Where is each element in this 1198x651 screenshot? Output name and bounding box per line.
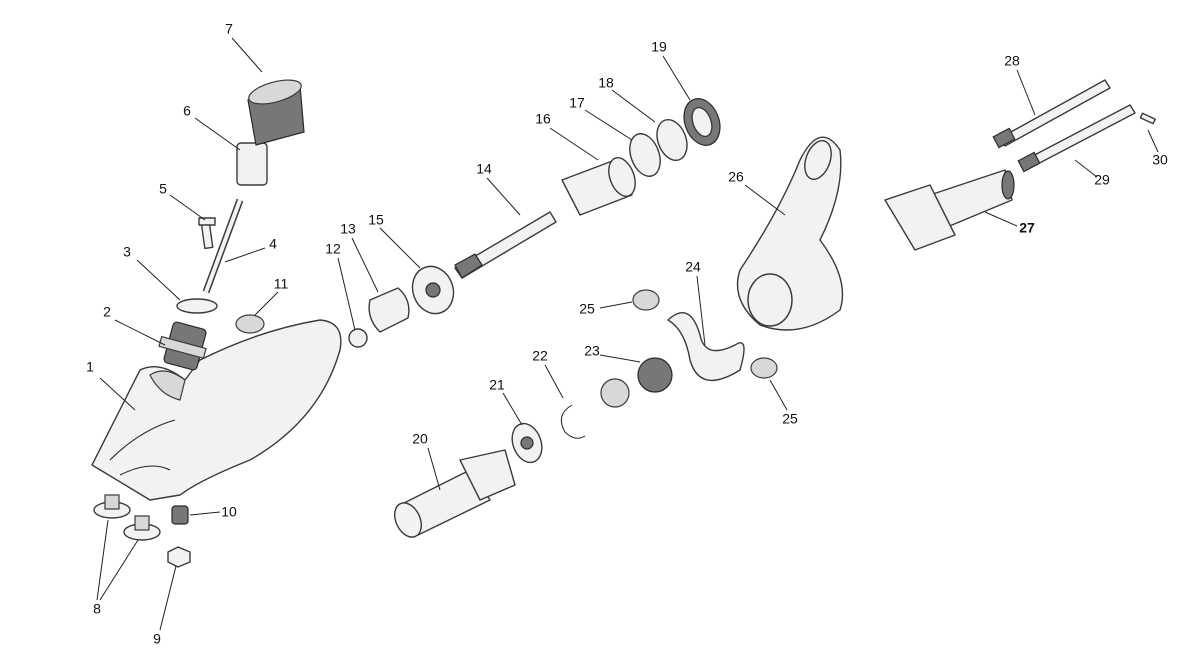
label-2: 2: [103, 304, 111, 320]
part-6-sleeve: [236, 142, 268, 186]
part-21-bearing: [511, 422, 543, 464]
part-25-washer-upper: [632, 289, 660, 311]
label-25-lower: 25: [782, 411, 798, 427]
label-4: 4: [269, 236, 277, 252]
part-15-bearing: [411, 265, 455, 315]
label-14: 14: [476, 161, 492, 177]
part-23-bevel-gears: [600, 357, 673, 408]
label-19: 19: [651, 39, 667, 55]
part-8-nuts: [93, 494, 161, 541]
part-17-ring: [629, 133, 661, 177]
part-4-rod: [202, 198, 244, 294]
label-28: 28: [1004, 53, 1020, 69]
part-29-shaft: [1017, 104, 1136, 173]
label-24: 24: [685, 259, 701, 275]
label-22: 22: [532, 348, 548, 364]
part-14-shaft: [454, 211, 557, 279]
label-13: 13: [340, 221, 356, 237]
part-19-seal: [683, 98, 721, 146]
part-25-washer-lower: [750, 357, 778, 379]
label-16: 16: [535, 111, 551, 127]
part-20-spindle-housing: [394, 449, 516, 538]
label-30: 30: [1152, 152, 1168, 168]
part-28-shaft: [992, 79, 1111, 149]
part-16-bushing: [561, 157, 636, 216]
part-27-gear-shaft: [884, 169, 1015, 251]
label-25-upper: 25: [579, 301, 595, 317]
label-27: 27: [1019, 220, 1035, 236]
label-10: 10: [221, 504, 237, 520]
part-18-circlip: [656, 118, 688, 162]
part-7-knob: [247, 79, 305, 146]
part-1-housing: [91, 319, 342, 501]
label-29: 29: [1094, 172, 1110, 188]
part-5-screw: [198, 217, 216, 250]
part-9-hex-nut: [167, 546, 191, 568]
label-1: 1: [86, 359, 94, 375]
label-20: 20: [412, 431, 428, 447]
label-18: 18: [598, 75, 614, 91]
label-9: 9: [153, 631, 161, 647]
leader-lines: [96, 37, 1159, 631]
label-3: 3: [123, 244, 131, 260]
part-22-circlip: [560, 404, 586, 439]
label-8: 8: [93, 601, 101, 617]
part-30-pin: [1139, 112, 1156, 125]
label-21: 21: [489, 377, 505, 393]
label-17: 17: [569, 95, 585, 111]
label-26: 26: [728, 169, 744, 185]
part-13-cam: [368, 287, 410, 333]
label-6: 6: [183, 103, 191, 119]
part-2-threaded-fitting: [158, 321, 207, 371]
label-5: 5: [159, 181, 167, 197]
part-10-plug: [171, 505, 189, 525]
label-12: 12: [325, 241, 341, 257]
part-26-arm: [736, 136, 844, 331]
label-7: 7: [225, 21, 233, 37]
part-3-o-ring: [176, 298, 218, 314]
part-11-cap: [235, 314, 265, 334]
part-12-ball: [348, 328, 368, 348]
part-24-bracket: [667, 312, 745, 382]
label-11: 11: [274, 276, 289, 292]
label-15: 15: [368, 212, 384, 228]
label-23: 23: [584, 343, 600, 359]
